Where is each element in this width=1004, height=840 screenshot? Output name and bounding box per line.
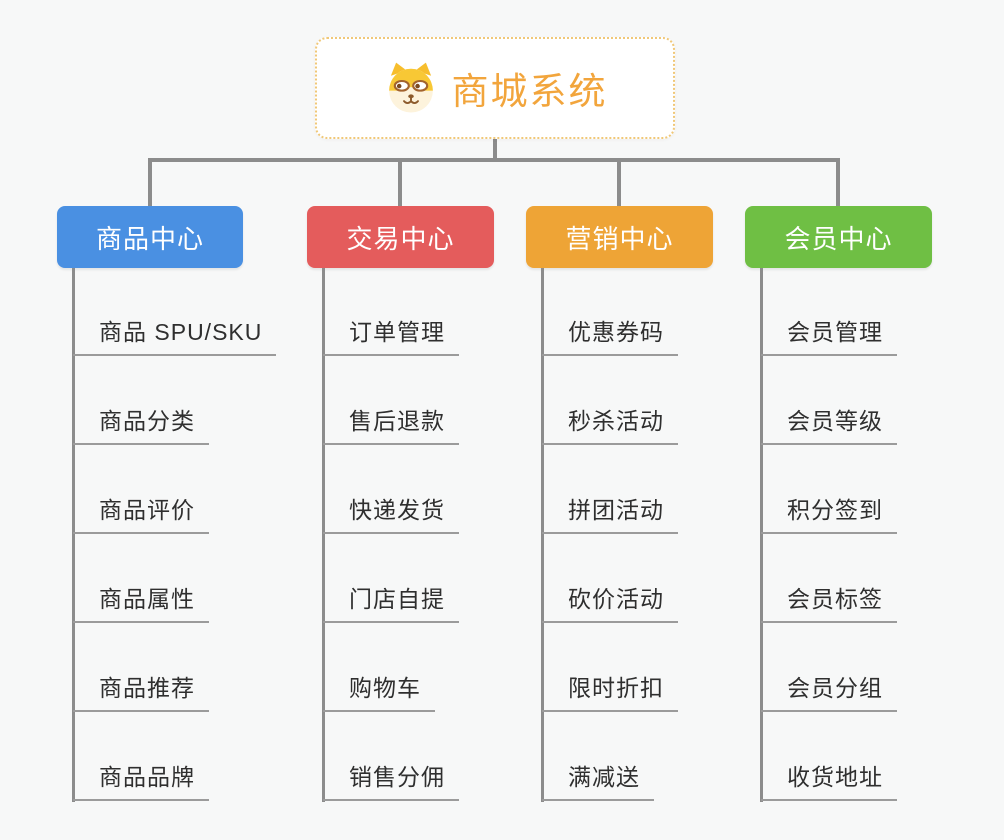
leaf-node[interactable]: 商品 SPU/SKU <box>73 317 277 356</box>
leaf-node[interactable]: 秒杀活动 <box>542 406 678 445</box>
root-node[interactable]: 商城系统 <box>315 37 675 139</box>
branch-label: 营销中心 <box>565 223 674 254</box>
leaf-node[interactable]: 会员管理 <box>761 317 897 356</box>
connector-spine <box>72 268 75 802</box>
leaf-node[interactable]: 商品评价 <box>73 495 209 534</box>
connector-bus <box>148 158 840 162</box>
leaf-node[interactable]: 收货地址 <box>761 762 897 801</box>
leaf-node[interactable]: 优惠券码 <box>542 317 678 356</box>
leaf-node[interactable]: 会员等级 <box>761 406 897 445</box>
leaf-node[interactable]: 砍价活动 <box>542 584 678 623</box>
connector-spine <box>760 268 763 802</box>
branch-node-marketing[interactable]: 营销中心 <box>526 206 713 268</box>
leaf-node[interactable]: 商品属性 <box>73 584 209 623</box>
connector-spine <box>322 268 325 802</box>
shiba-dog-icon <box>383 61 439 115</box>
leaf-node[interactable]: 售后退款 <box>323 406 459 445</box>
branch-node-trade[interactable]: 交易中心 <box>307 206 494 268</box>
branch-column-trade: 订单管理 售后退款 快递发货 门店自提 购物车 销售分佣 <box>322 268 572 808</box>
leaf-node[interactable]: 积分签到 <box>761 495 897 534</box>
leaf-node[interactable]: 满减送 <box>542 762 654 801</box>
leaf-node[interactable]: 商品推荐 <box>73 673 209 712</box>
branch-label: 会员中心 <box>784 223 893 254</box>
branch-column-marketing: 优惠券码 秒杀活动 拼团活动 砍价活动 限时折扣 满减送 <box>541 268 791 808</box>
connector-drop-marketing <box>617 158 621 207</box>
connector-root-stem <box>493 138 497 160</box>
connector-spine <box>541 268 544 802</box>
branch-label: 交易中心 <box>346 223 455 254</box>
leaf-node[interactable]: 销售分佣 <box>323 762 459 801</box>
leaf-node[interactable]: 会员分组 <box>761 673 897 712</box>
root-title: 商城系统 <box>451 71 608 112</box>
branch-column-member: 会员管理 会员等级 积分签到 会员标签 会员分组 收货地址 <box>760 268 1004 808</box>
branch-label: 商品中心 <box>95 223 204 254</box>
leaf-node[interactable]: 商品品牌 <box>73 762 209 801</box>
connector-drop-member <box>836 158 840 207</box>
leaf-node[interactable]: 限时折扣 <box>542 673 678 712</box>
branch-node-member[interactable]: 会员中心 <box>745 206 932 268</box>
leaf-node[interactable]: 会员标签 <box>761 584 897 623</box>
leaf-node[interactable]: 快递发货 <box>323 495 459 534</box>
leaf-node[interactable]: 商品分类 <box>73 406 209 445</box>
leaf-node[interactable]: 拼团活动 <box>542 495 678 534</box>
leaf-node[interactable]: 购物车 <box>323 673 435 712</box>
connector-drop-trade <box>398 158 402 207</box>
branch-node-product[interactable]: 商品中心 <box>57 206 243 268</box>
connector-drop-product <box>148 158 152 207</box>
leaf-node[interactable]: 订单管理 <box>323 317 459 356</box>
leaf-node[interactable]: 门店自提 <box>323 584 459 623</box>
branch-column-product: 商品 SPU/SKU 商品分类 商品评价 商品属性 商品推荐 商品品牌 <box>72 268 322 808</box>
